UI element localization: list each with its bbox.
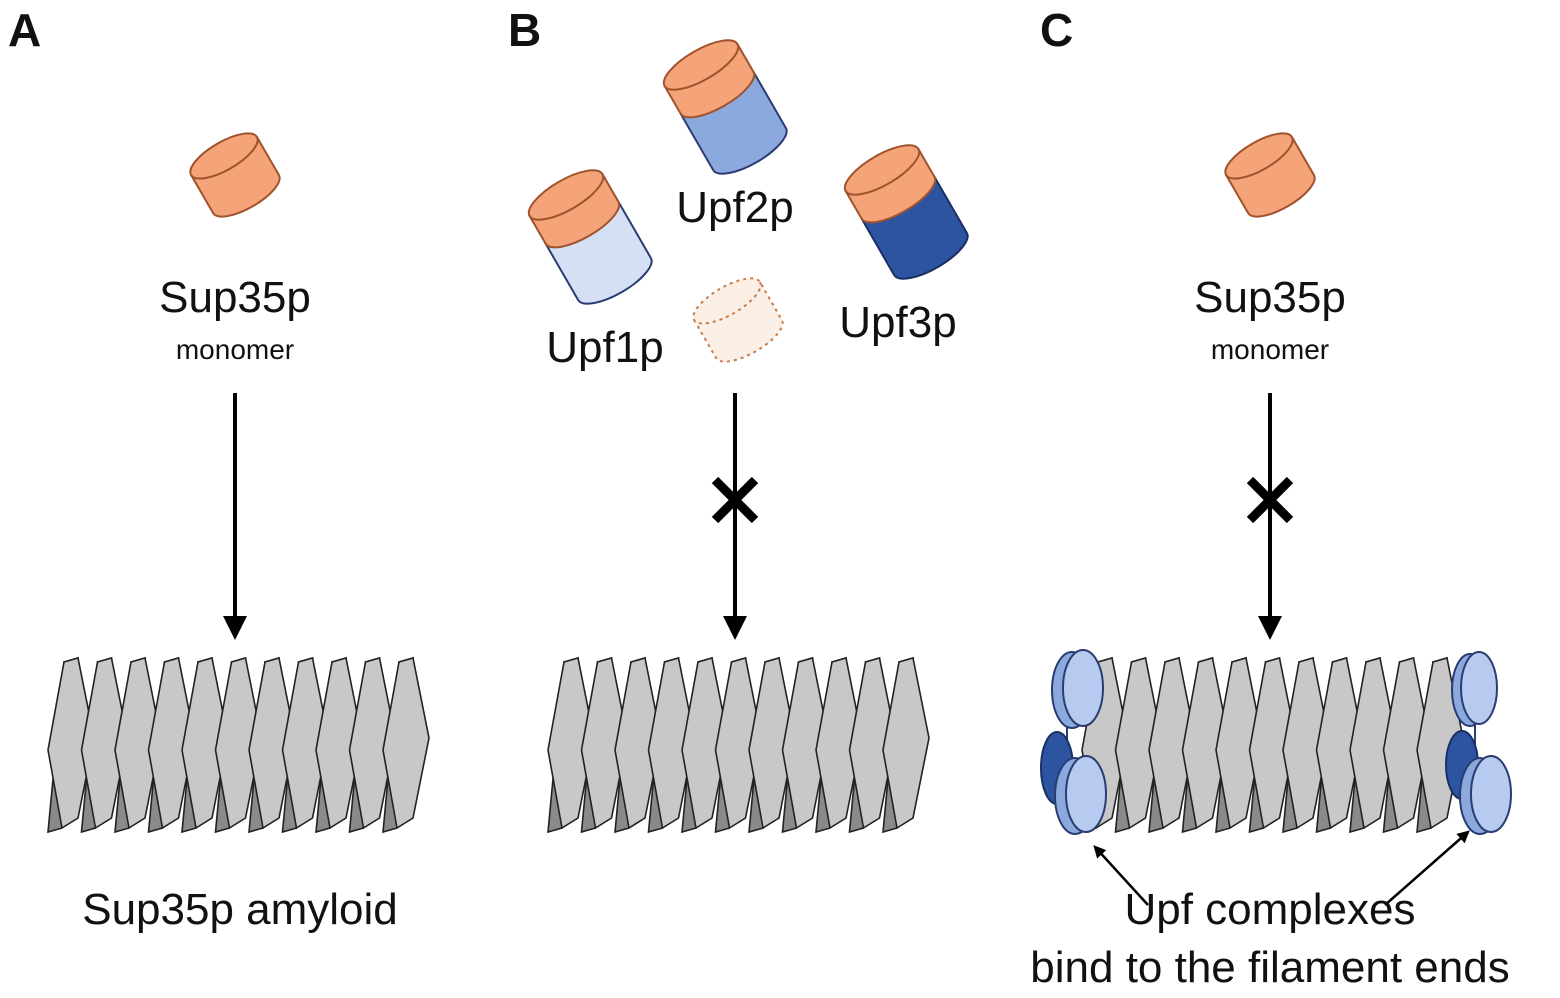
amyloid-sheet [1181,656,1230,834]
amyloid-sheet [114,656,162,834]
amyloid-sheet [1349,656,1397,834]
amyloid-sheet [80,656,129,834]
amyloid-sheet [580,656,629,834]
amyloid-sheet [281,656,330,834]
sup35-monomer-a [189,132,281,218]
amyloid-sheet [1148,656,1196,834]
amyloid-sheet [1248,656,1297,834]
upf1-complex [527,169,653,305]
amyloid-sheet [714,656,763,834]
sup35-faded-monomer [692,277,784,363]
upf-label-line1: Upf complexes [1124,885,1415,934]
upf3-label: Upf3p [839,298,956,347]
amyloid-label-a: Sup35p amyloid [82,885,398,934]
amyloid-sheet [248,656,296,834]
panel-letter-c: C [1040,4,1073,56]
amyloid-sheet [614,656,662,834]
upf-complex-left-end [1040,649,1107,835]
amyloid-sheet [647,656,696,834]
amyloid-sheet [181,656,229,834]
amyloid-sheet [1315,656,1364,834]
block-mark-b [711,476,759,524]
panel-letter-b: B [508,4,541,56]
amyloid-sheet [1114,656,1163,834]
upf-complex-right-end [1445,651,1512,835]
amyloid-filament-a [47,656,430,834]
upf1-label: Upf1p [546,323,663,372]
amyloid-sheet [382,656,430,834]
monomer-label-a: Sup35p [159,273,311,322]
amyloid-sheet [315,656,363,834]
amyloid-sheet [147,656,196,834]
amyloid-sheet [781,656,830,834]
amyloid-sheet [47,656,95,834]
upf2-complex [662,39,788,175]
amyloid-sheet [348,656,397,834]
upf2-label: Upf2p [676,183,793,232]
upf-label-line2: bind to the filament ends [1030,943,1509,992]
monomer-sublabel-c: monomer [1211,334,1329,365]
pointer-right [1384,830,1470,906]
upf3-complex [843,144,969,280]
amyloid-sheet [1282,656,1330,834]
amyloid-sheet [848,656,897,834]
amyloid-sheet [815,656,863,834]
amyloid-filament-b [547,656,930,834]
panel-letter-a: A [8,4,41,56]
amyloid-filament-c [1081,656,1464,834]
monomer-label-c: Sup35p [1194,273,1346,322]
sup35-monomer-c [1224,132,1316,218]
amyloid-sheet [1382,656,1431,834]
amyloid-sheet [681,656,729,834]
monomer-sublabel-a: monomer [176,334,294,365]
amyloid-sheet [882,656,930,834]
pointer-left [1093,845,1149,906]
amyloid-sheet [547,656,595,834]
amyloid-sheet [748,656,796,834]
block-mark-c [1246,476,1294,524]
